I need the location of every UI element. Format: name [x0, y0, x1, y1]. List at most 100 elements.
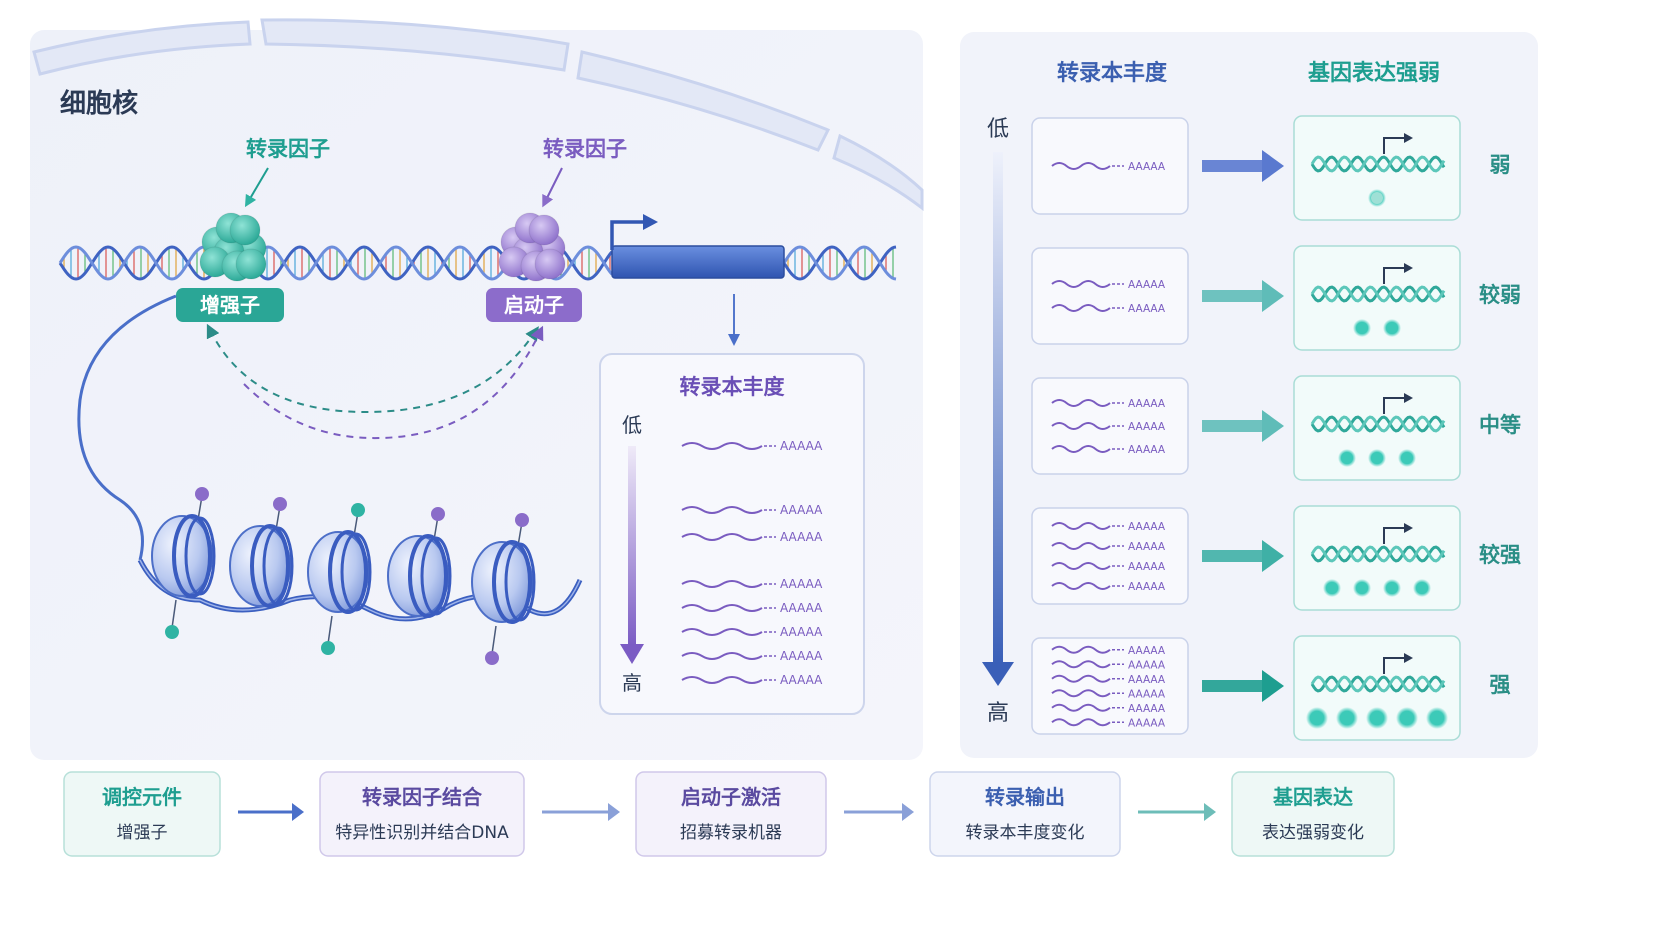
poly-a-tail: AAAAA: [1128, 659, 1166, 671]
tf-right-pointer: [542, 167, 563, 208]
gene-expression-box: [1293, 245, 1461, 351]
flow-arrow-icon: [1202, 540, 1284, 572]
histone-mark-dot: [515, 513, 529, 527]
tf-left-label: 转录因子: [246, 137, 330, 161]
mrna-strand-icon: [681, 628, 763, 636]
nucleus-title: 细胞核: [60, 88, 138, 119]
poly-a-tail: AAAAA: [1128, 561, 1166, 573]
poly-a-tail: AAAAA: [1128, 521, 1166, 533]
transcription-factor-icon: [498, 212, 566, 282]
poly-a-tail: AAAAA: [780, 649, 823, 663]
flow-step-title: 转录输出: [985, 785, 1065, 809]
mrna-box: [1031, 247, 1189, 345]
nucleus-panel: 细胞核 转录因子 转录因子 增强子 启动子: [30, 18, 924, 760]
right-high-label: 高: [987, 701, 1009, 726]
mrna-strand-icon: [681, 506, 763, 514]
mrna-strand-icon: [1051, 674, 1111, 683]
inset-abundance-panel: 转录本丰度 低 高 AAAAAAAAAAAAAAAAAAAAAAAAAAAAAA…: [599, 353, 865, 715]
nucleosome-array: [151, 487, 536, 665]
inset-high-label: 高: [622, 671, 642, 695]
inset-low-label: 低: [622, 413, 642, 437]
expression-row: AAAAA 弱: [1031, 115, 1511, 221]
flow-step-title: 基因表达: [1273, 785, 1353, 809]
expression-level-label: 较强: [1479, 543, 1521, 567]
poly-a-tail: AAAAA: [780, 503, 823, 517]
flow-step-subtitle: 招募转录机器: [680, 823, 782, 843]
flow-arrow-icon: [1202, 280, 1284, 312]
histone-mark-dot: [165, 625, 179, 639]
poly-a-tail: AAAAA: [1128, 688, 1166, 700]
mrna-strand-icon: [1051, 645, 1111, 654]
nuclear-envelope: [32, 18, 924, 212]
transcription-start-arrow-icon: [610, 220, 645, 250]
dna-helix-icon: [1310, 285, 1446, 303]
transcription-start-arrow-icon: [1383, 527, 1406, 544]
expression-level-label: 较弱: [1479, 283, 1521, 307]
mrna-strand-icon: [1051, 718, 1111, 727]
col2-title: 基因表达强弱: [1308, 61, 1440, 86]
mrna-strand-icon: [1051, 582, 1111, 590]
mrna-strand-icon: [681, 580, 763, 588]
enhancer-label: 增强子: [200, 293, 260, 317]
mrna-strand-icon: [1051, 660, 1111, 669]
histone-mark-dot: [485, 651, 499, 665]
gene-expression-box: [1293, 375, 1461, 481]
mrna-strand-icon: [1051, 689, 1111, 698]
mrna-strand-icon: [1051, 522, 1111, 530]
flow-arrow-icon: [542, 803, 620, 821]
flow-arrow-icon: [844, 803, 914, 821]
gene-expression-box: [1293, 635, 1461, 741]
flow-step-subtitle: 转录本丰度变化: [966, 823, 1085, 843]
mrna-strand-icon: [1051, 304, 1111, 312]
expression-level-label: 弱: [1490, 153, 1511, 177]
poly-a-tail: AAAAA: [1128, 421, 1166, 433]
mrna-strand-icon: [1051, 422, 1111, 430]
histone-mark-dot: [273, 497, 287, 511]
poly-a-tail: AAAAA: [1128, 398, 1166, 410]
tf-right-label: 转录因子: [543, 137, 627, 161]
mrna-strand-icon: [681, 676, 763, 684]
dna-helix-icon: [1310, 155, 1446, 173]
poly-a-tail: AAAAA: [780, 439, 823, 453]
col1-title: 转录本丰度: [1057, 60, 1168, 86]
mrna-strand-icon: [1051, 280, 1111, 288]
flow-arrow-icon: [238, 803, 304, 821]
poly-a-tail: AAAAA: [780, 625, 823, 639]
transcription-start-arrow-icon: [1383, 137, 1406, 154]
mrna-strand-icon: [1051, 445, 1111, 453]
flow-step-subtitle: 特异性识别并结合DNA: [335, 823, 509, 843]
inset-title: 转录本丰度: [680, 375, 785, 399]
histone-mark-dot: [351, 503, 365, 517]
poly-a-tail: AAAAA: [1128, 645, 1166, 657]
right-low-label: 低: [987, 117, 1009, 142]
flow-step-title: 调控元件: [102, 785, 182, 809]
right-gradient-arrow-head: [982, 662, 1014, 686]
enhancer-loop-arc: [206, 323, 539, 414]
dna-helix-icon: [1310, 415, 1446, 433]
poly-a-tail: AAAAA: [1128, 161, 1166, 173]
flow-arrow-icon: [1202, 150, 1284, 182]
poly-a-tail: AAAAA: [780, 530, 823, 544]
histone-mark-dot: [195, 487, 209, 501]
poly-a-tail: AAAAA: [1128, 717, 1166, 729]
transcription-start-arrow-icon: [1383, 267, 1406, 284]
poly-a-tail: AAAAA: [1128, 581, 1166, 593]
gene-body: [611, 245, 785, 279]
tf-left-pointer: [244, 167, 269, 208]
histone-mark-dot: [321, 641, 335, 655]
enhancer-badge: 增强子: [176, 288, 284, 322]
poly-a-tail: AAAAA: [1128, 444, 1166, 456]
mrna-strand-icon: [681, 533, 763, 541]
flow-step-subtitle: 增强子: [117, 823, 168, 843]
gene-expression-box: [1293, 115, 1461, 221]
transcription-factor-icon: [199, 212, 267, 282]
